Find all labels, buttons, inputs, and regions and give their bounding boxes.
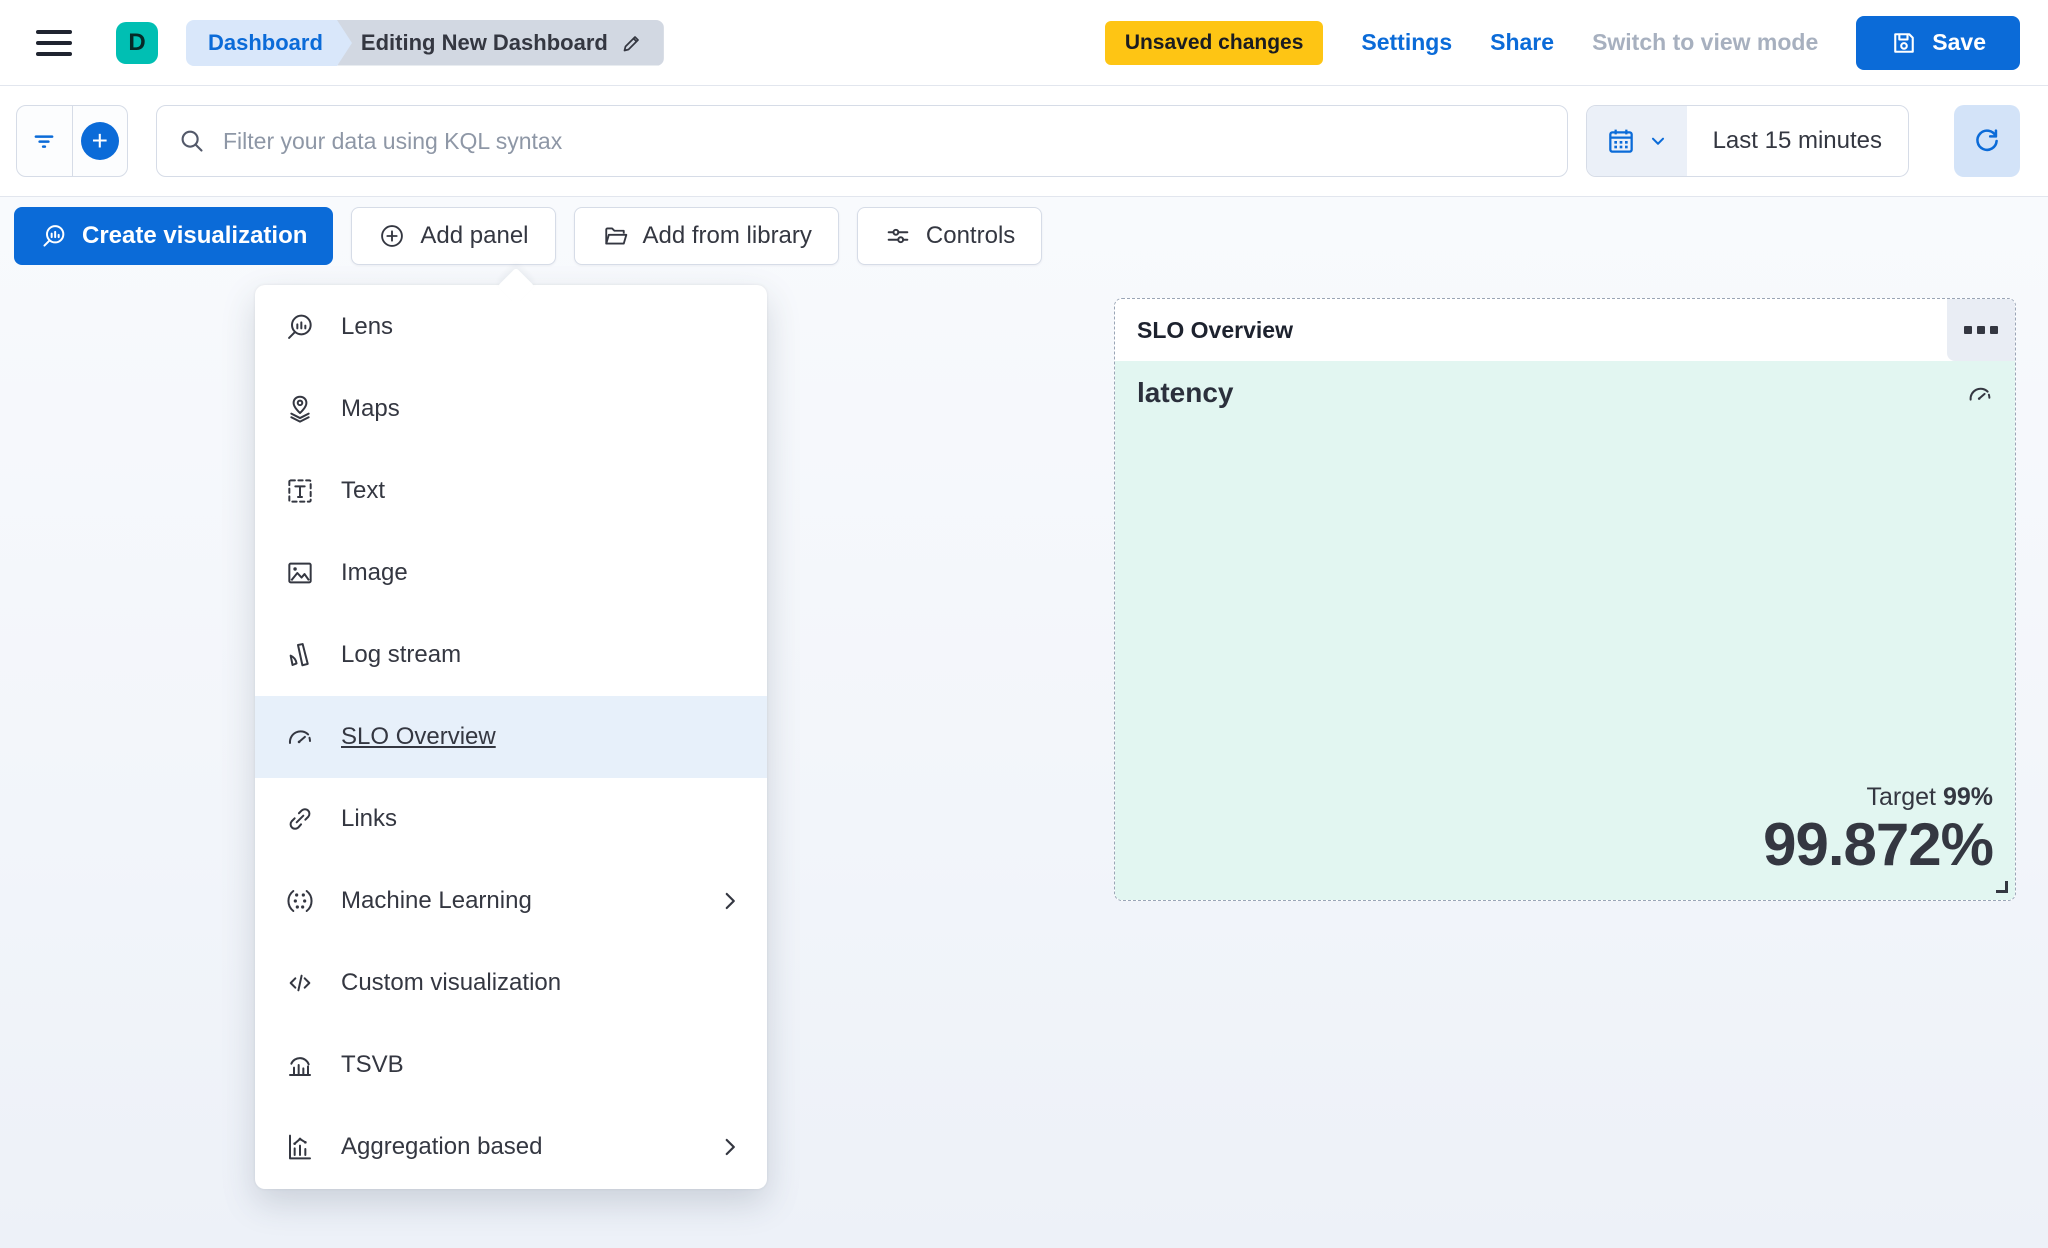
chevron-right-icon bbox=[717, 1134, 743, 1160]
slo-target-value: 99% bbox=[1942, 783, 1993, 811]
slo-overview-panel[interactable]: SLO Overview latency Target 99% 99.872% bbox=[1114, 298, 2016, 901]
kql-search-box[interactable] bbox=[156, 105, 1568, 177]
slo-metric-body: latency Target 99% 99.872% bbox=[1115, 361, 2015, 900]
search-icon bbox=[177, 126, 207, 156]
menu-item-maps[interactable]: Maps bbox=[255, 368, 767, 450]
refresh-icon bbox=[1971, 125, 2003, 157]
save-button-label: Save bbox=[1932, 29, 1986, 55]
create-visualization-button[interactable]: Create visualization bbox=[14, 207, 334, 265]
menu-item-links[interactable]: Links bbox=[255, 778, 767, 860]
image-icon bbox=[283, 557, 317, 589]
add-from-library-button[interactable]: Add from library bbox=[573, 207, 839, 265]
code-icon bbox=[283, 967, 317, 999]
save-floppy-icon bbox=[1890, 29, 1918, 57]
menu-item-tsvb[interactable]: TSVB bbox=[255, 1024, 767, 1106]
slo-value: 99.872% bbox=[1763, 811, 1994, 878]
panel-title: SLO Overview bbox=[1137, 316, 1293, 343]
maps-icon bbox=[283, 393, 317, 425]
menu-item-slo-overview[interactable]: SLO Overview bbox=[255, 696, 767, 778]
menu-item-label: Maps bbox=[341, 395, 400, 422]
chevron-right-icon bbox=[717, 888, 743, 914]
menu-item-label: Links bbox=[341, 805, 398, 832]
boxes-horizontal-icon bbox=[1964, 326, 1972, 334]
add-panel-label: Add panel bbox=[420, 222, 529, 249]
breadcrumb-current-label: Editing New Dashboard bbox=[360, 29, 608, 55]
menu-item-label: Lens bbox=[341, 313, 394, 340]
controls-label: Controls bbox=[925, 222, 1016, 249]
sliders-icon bbox=[884, 222, 912, 250]
plus-circle-icon: + bbox=[80, 122, 119, 160]
breadcrumb-dashboard[interactable]: Dashboard bbox=[186, 19, 352, 66]
tsvb-icon bbox=[283, 1049, 317, 1081]
menu-item-label: Aggregation based bbox=[341, 1133, 543, 1160]
lens-icon bbox=[40, 222, 68, 250]
slo-metric-name: latency bbox=[1137, 377, 1234, 408]
edit-pencil-icon bbox=[620, 31, 644, 55]
menu-item-log-stream[interactable]: Log stream bbox=[255, 614, 767, 696]
menu-item-machine-learning[interactable]: Machine Learning bbox=[255, 860, 767, 942]
log-stream-icon bbox=[283, 639, 317, 671]
menu-item-aggregation-based[interactable]: Aggregation based bbox=[255, 1106, 767, 1188]
folder-icon bbox=[601, 222, 629, 250]
menu-item-label: Text bbox=[341, 477, 386, 504]
link-icon bbox=[283, 803, 317, 835]
calendar-dropdown-button[interactable] bbox=[1586, 106, 1687, 176]
chevron-down-icon bbox=[1647, 130, 1669, 152]
machine-learning-icon bbox=[283, 885, 317, 917]
query-bar: + bbox=[0, 86, 2048, 197]
time-range-value[interactable]: Last 15 minutes bbox=[1712, 127, 1882, 154]
filter-lines-icon bbox=[29, 126, 59, 156]
slo-values: Target 99% 99.872% bbox=[1763, 783, 1994, 878]
menu-item-label: SLO Overview bbox=[341, 723, 496, 750]
menu-item-label: Log stream bbox=[341, 641, 462, 668]
plus-in-circle-icon bbox=[378, 222, 406, 250]
menu-item-label: Image bbox=[341, 559, 408, 586]
breadcrumb: Dashboard Editing New Dashboard bbox=[186, 19, 664, 66]
menu-item-custom-visualization[interactable]: Custom visualization bbox=[255, 942, 767, 1024]
add-filter-button[interactable]: + bbox=[71, 106, 128, 176]
filter-list-button[interactable] bbox=[17, 106, 72, 176]
kql-search-input[interactable] bbox=[223, 127, 1547, 155]
unsaved-changes-badge: Unsaved changes bbox=[1104, 20, 1324, 65]
create-visualization-label: Create visualization bbox=[82, 222, 308, 249]
filter-controls-group: + bbox=[16, 105, 128, 177]
dashboard-canvas: Create visualization Add panel Add from … bbox=[0, 197, 2048, 1248]
time-range-picker: Last 15 minutes bbox=[1585, 105, 1909, 177]
add-panel-button[interactable]: Add panel bbox=[351, 207, 556, 265]
gauge-icon bbox=[1965, 379, 1995, 409]
lens-icon bbox=[283, 311, 317, 343]
slo-target-label: Target bbox=[1866, 783, 1936, 811]
calendar-icon bbox=[1605, 125, 1637, 157]
edit-toolbar: Create visualization Add panel Add from … bbox=[0, 197, 2048, 265]
aggregation-icon bbox=[283, 1131, 317, 1163]
refresh-button[interactable] bbox=[1954, 105, 2020, 177]
menu-item-label: TSVB bbox=[341, 1051, 404, 1078]
menu-item-image[interactable]: Image bbox=[255, 532, 767, 614]
space-avatar[interactable]: D bbox=[116, 21, 158, 64]
panel-header: SLO Overview bbox=[1115, 299, 2015, 361]
save-button[interactable]: Save bbox=[1856, 15, 2020, 70]
slo-target: Target 99% bbox=[1763, 783, 1993, 812]
switch-to-view-mode-link[interactable]: Switch to view mode bbox=[1592, 29, 1819, 55]
gauge-icon bbox=[283, 721, 317, 753]
breadcrumb-current-dashboard[interactable]: Editing New Dashboard bbox=[328, 19, 664, 66]
hamburger-menu-icon[interactable] bbox=[36, 26, 76, 60]
top-navigation-bar: D Dashboard Editing New Dashboard Unsave… bbox=[0, 0, 2048, 86]
settings-link[interactable]: Settings bbox=[1361, 29, 1453, 55]
menu-item-label: Custom visualization bbox=[341, 969, 562, 996]
menu-item-text[interactable]: Text bbox=[255, 450, 767, 532]
panel-options-button[interactable] bbox=[1947, 299, 2015, 361]
panel-resize-handle[interactable] bbox=[1996, 881, 2008, 893]
header-actions: Unsaved changes Settings Share Switch to… bbox=[1104, 15, 2020, 70]
add-panel-menu: Lens Maps Text bbox=[255, 267, 767, 1189]
controls-button[interactable]: Controls bbox=[856, 207, 1043, 265]
share-link[interactable]: Share bbox=[1490, 29, 1555, 55]
menu-item-label: Machine Learning bbox=[341, 887, 532, 914]
add-from-library-label: Add from library bbox=[642, 222, 812, 249]
menu-item-lens[interactable]: Lens bbox=[255, 286, 767, 368]
text-icon bbox=[283, 475, 317, 507]
